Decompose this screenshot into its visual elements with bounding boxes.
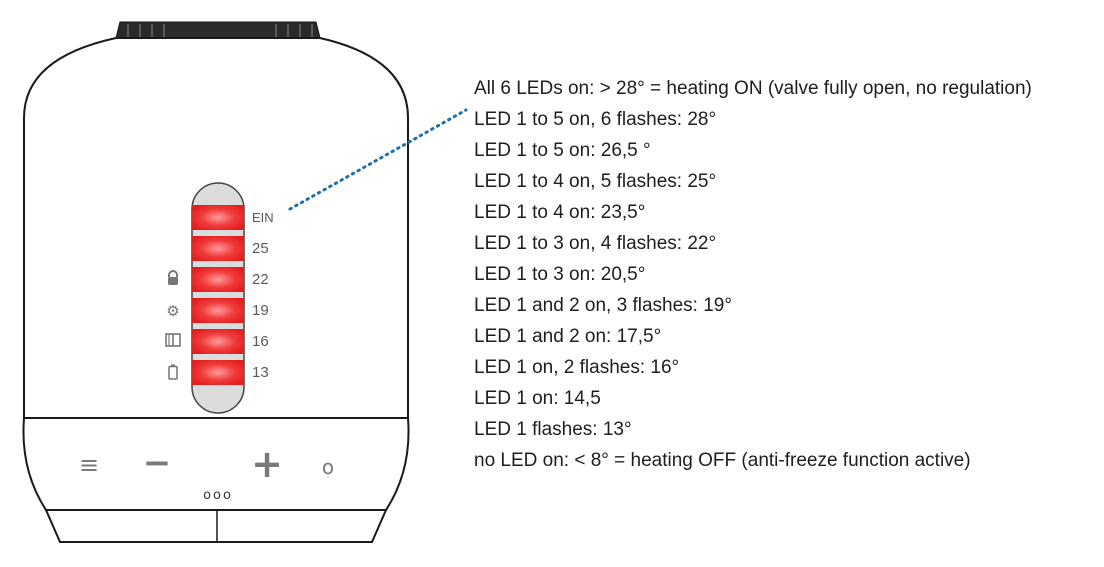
legend-item: no LED on: < 8° = heating OFF (anti-free… bbox=[474, 450, 971, 471]
battery-icon bbox=[164, 364, 182, 382]
legend-item: LED 1 and 2 on: 17,5° bbox=[474, 326, 662, 347]
plus-button[interactable]: + bbox=[251, 442, 283, 486]
top-cap bbox=[115, 21, 321, 39]
legend-item: LED 1 on: 14,5 bbox=[474, 388, 601, 409]
thermostat-body bbox=[22, 21, 410, 543]
minus-button[interactable]: − bbox=[142, 443, 172, 483]
menu-button[interactable]: ≡ bbox=[78, 451, 100, 479]
led-segment bbox=[192, 236, 244, 261]
gear-icon: ⚙ bbox=[166, 302, 180, 320]
legend-item: LED 1 to 4 on, 5 flashes: 25° bbox=[474, 171, 717, 192]
led-legend: All 6 LEDs on: > 28° = heating ON (valve… bbox=[474, 73, 1032, 476]
legend-item: LED 1 and 2 on, 3 flashes: 19° bbox=[474, 295, 732, 316]
legend-item: LED 1 on, 2 flashes: 16° bbox=[474, 357, 680, 378]
led-segment bbox=[192, 360, 244, 385]
scale-label-19: 19 bbox=[252, 302, 269, 319]
top-cap-ribs bbox=[127, 24, 313, 37]
led-segment bbox=[192, 267, 244, 292]
scale-label-13: 13 bbox=[252, 364, 269, 381]
led-segment bbox=[192, 298, 244, 323]
legend-item: All 6 LEDs on: > 28° = heating ON (valve… bbox=[474, 78, 1032, 99]
legend-item: LED 1 to 3 on: 20,5° bbox=[474, 264, 646, 285]
ok-button[interactable]: o bbox=[321, 455, 335, 479]
legend-item: LED 1 to 4 on: 23,5° bbox=[474, 202, 646, 223]
scale-label-ein: EIN bbox=[252, 210, 274, 225]
more-button[interactable]: ooo bbox=[203, 488, 233, 503]
legend-item: LED 1 to 5 on, 6 flashes: 28° bbox=[474, 109, 717, 130]
scale-label-16: 16 bbox=[252, 333, 269, 350]
legend-item: LED 1 to 5 on: 26,5 ° bbox=[474, 140, 651, 161]
led-segment bbox=[192, 205, 244, 230]
led-segment bbox=[192, 329, 244, 354]
led-bar-group bbox=[192, 205, 244, 385]
legend-item: LED 1 to 3 on, 4 flashes: 22° bbox=[474, 233, 717, 254]
scale-label-25: 25 bbox=[252, 240, 269, 257]
window-open-icon bbox=[164, 333, 182, 351]
legend-item: LED 1 flashes: 13° bbox=[474, 419, 632, 440]
base bbox=[44, 509, 388, 543]
thermostat-device: EIN 25 22 19 16 13 ⚙ ≡ − + o ooo bbox=[0, 0, 440, 563]
lock-icon bbox=[164, 270, 182, 288]
scale-label-22: 22 bbox=[252, 271, 269, 288]
